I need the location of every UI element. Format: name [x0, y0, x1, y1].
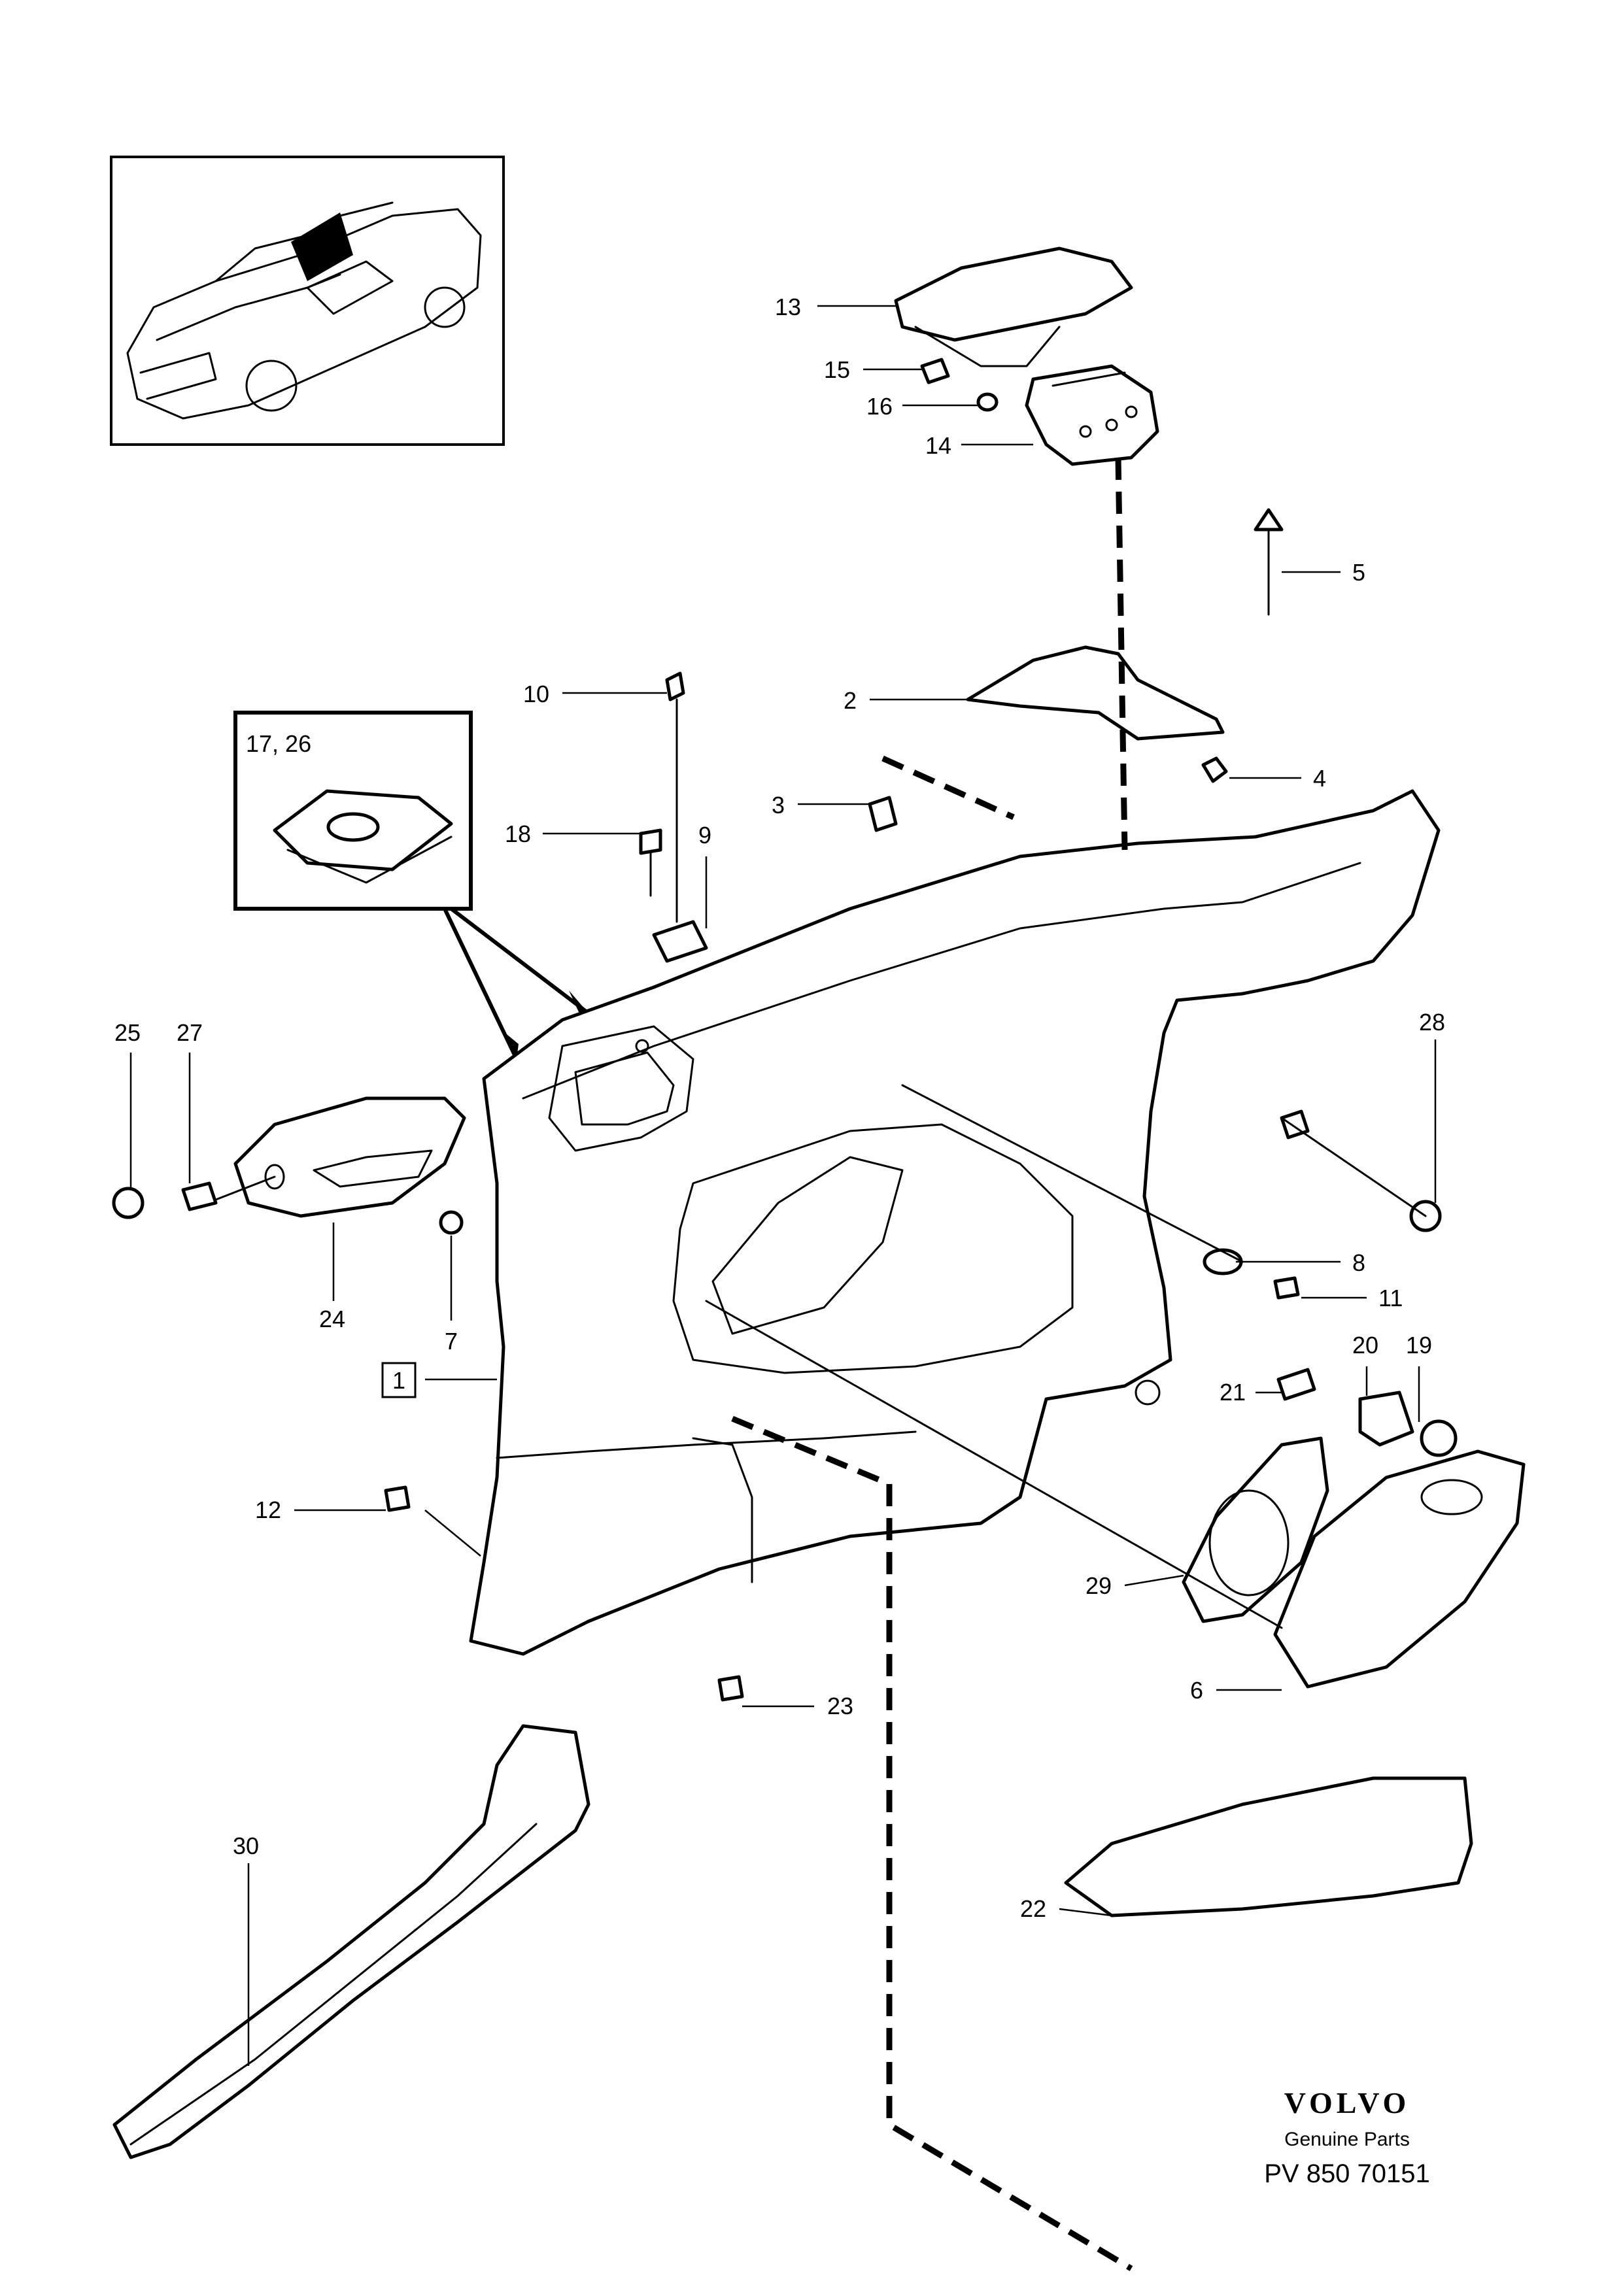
callout-15: 15: [824, 356, 850, 383]
callout-2: 2: [844, 687, 857, 714]
callout-23: 23: [827, 1693, 853, 1719]
part-14-hinge: [1025, 364, 1159, 466]
callout-6: 6: [1190, 1677, 1203, 1704]
car-overview-inset: [110, 156, 505, 446]
part-2-strip: [966, 645, 1225, 741]
part-24-cover: [233, 1096, 466, 1218]
clip-detail-inset: [233, 711, 473, 911]
callout-14: 14: [925, 432, 951, 459]
part-13-cover: [894, 246, 1133, 367]
callout-8: 8: [1352, 1249, 1365, 1276]
volvo-logo-text: VOLVO: [1284, 2086, 1410, 2119]
callout-leaders: [129, 305, 1437, 2066]
callout-13: 13: [775, 294, 801, 320]
callout-27: 27: [177, 1019, 203, 1046]
inset-arrows: [443, 907, 590, 1060]
callout-11: 11: [1378, 1285, 1403, 1311]
thin-connectors: [214, 1084, 1427, 1629]
genuine-parts-text: Genuine Parts: [1284, 2129, 1410, 2150]
callout-7: 7: [445, 1328, 458, 1355]
part-22-armrest: [1064, 1776, 1473, 1917]
callout-24: 24: [319, 1306, 345, 1332]
callout-19: 19: [1406, 1332, 1432, 1359]
callout-20: 20: [1352, 1332, 1378, 1359]
callout-10: 10: [523, 681, 549, 707]
callout-21: 21: [1220, 1379, 1246, 1406]
callout-17-26: 17, 26: [246, 730, 311, 757]
callout-22: 22: [1020, 1895, 1046, 1922]
footer-branding: VOLVO Genuine Parts PV 850 70151: [1264, 2086, 1430, 2188]
dashed-leaders: [731, 457, 1133, 2271]
callout-30: 30: [233, 1832, 259, 1859]
callout-1: 1: [392, 1367, 405, 1394]
callout-1-box: 1: [381, 1362, 417, 1398]
hardware-parts: [112, 358, 1458, 1702]
callout-28: 28: [1419, 1009, 1445, 1036]
part-6-grille: [1273, 1449, 1526, 1689]
rear-side-panel: [469, 789, 1441, 1656]
callout-4: 4: [1313, 765, 1326, 792]
callout-29: 29: [1085, 1572, 1112, 1599]
part-29-bracket: [1182, 1436, 1329, 1623]
callout-labels: 13 15 16 14 5 2 3 4 10 17, 26 18 9 25 27…: [114, 294, 1445, 1922]
part-30-sill: [112, 1724, 590, 2159]
part-code-text: PV 850 70151: [1264, 2159, 1430, 2188]
callout-3: 3: [772, 792, 785, 819]
callout-12: 12: [255, 1496, 281, 1523]
callout-18: 18: [505, 820, 531, 847]
callout-25: 25: [114, 1019, 141, 1046]
callout-16: 16: [866, 393, 893, 420]
callout-9: 9: [698, 822, 711, 849]
callout-5: 5: [1352, 559, 1365, 586]
